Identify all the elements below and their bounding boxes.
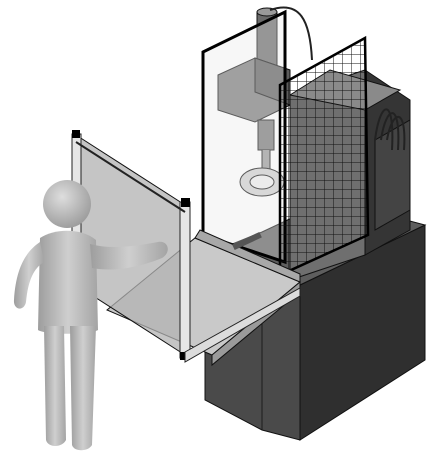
post-cap [72, 130, 80, 138]
figure-head [43, 180, 91, 228]
mesh-guard [280, 38, 368, 275]
figure-torso [38, 231, 98, 334]
figure-leg-left [44, 326, 66, 446]
figure-leg-right [70, 326, 96, 450]
post-cap [181, 198, 190, 207]
rear-clear-guard [203, 12, 285, 262]
guard-post-right [180, 202, 190, 358]
